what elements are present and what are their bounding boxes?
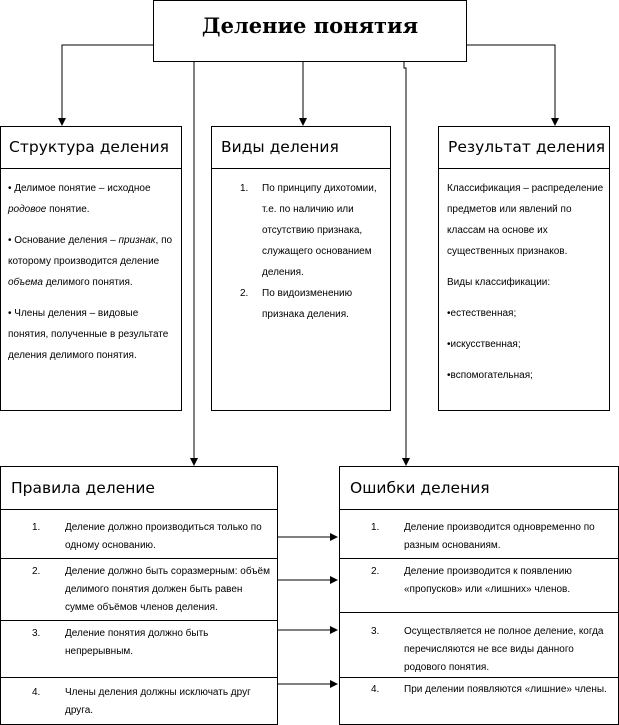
types-item-2: 2. По видоизменению признака деления. [240,288,353,320]
rules-row-4: 4. Члены деления должны исключать друг д… [0,677,278,725]
errors-row-3: 3. Осуществляется не полное деление, ког… [339,612,619,678]
rules-row-2: 2. Деление должно быть соразмерным: объё… [0,558,278,621]
types-item-1: 1. По принципу дихотомии, т.е. по наличи… [240,183,377,278]
structure-item-2: • Основание деления – признак, по которо… [8,235,173,288]
rules-heading: Правила деление [11,479,155,497]
result-definition: Классификация – распределение предметов … [447,183,604,257]
errors-row-2: 2. Деление производится к появлению «про… [339,558,619,613]
types-body: 1. По принципу дихотомии, т.е. по наличи… [211,168,391,411]
errors-header: Ошибки деления [339,466,619,510]
title-box: Деление понятия [153,0,467,62]
connector-structure [58,44,153,126]
result-kinds-label: Виды классификации: [447,277,551,288]
structure-item-1: • Делимое понятие – исходное родовое пон… [8,183,151,215]
types-list: 1. По принципу дихотомии, т.е. по наличи… [240,178,382,325]
types-header: Виды деления [211,126,391,169]
structure-heading: Структура деления [9,138,169,156]
result-kind-1: •естественная; [447,308,517,319]
rules-row-1: 1. Деление должно производиться только п… [0,509,278,559]
result-body: Классификация – распределение предметов … [438,168,610,411]
result-kind-3: •вспомогательная; [447,370,533,381]
structure-header: Структура деления [0,126,182,169]
structure-list: • Делимое понятие – исходное родовое пон… [8,178,176,366]
result-heading: Результат деления [448,138,606,156]
rules-header: Правила деление [0,466,278,510]
structure-item-3: • Члены деления – видовые понятия, получ… [8,308,169,361]
rules-row-3: 3. Деление понятия должно быть непрерывн… [0,620,278,678]
types-heading: Виды деления [221,138,339,156]
result-text: Классификация – распределение предметов … [447,178,607,386]
result-header: Результат деления [438,126,610,169]
connector-errors [402,61,410,466]
connector-result [467,44,559,126]
result-kind-2: •искусственная; [447,339,521,350]
structure-body: • Делимое понятие – исходное родовое пон… [0,168,182,411]
errors-row-4: 4. При делении появляются «лишние» члены… [339,677,619,725]
errors-heading: Ошибки деления [350,479,490,497]
errors-row-1: 1. Деление производится одновременно по … [339,509,619,559]
page-title: Деление понятия [201,13,419,38]
